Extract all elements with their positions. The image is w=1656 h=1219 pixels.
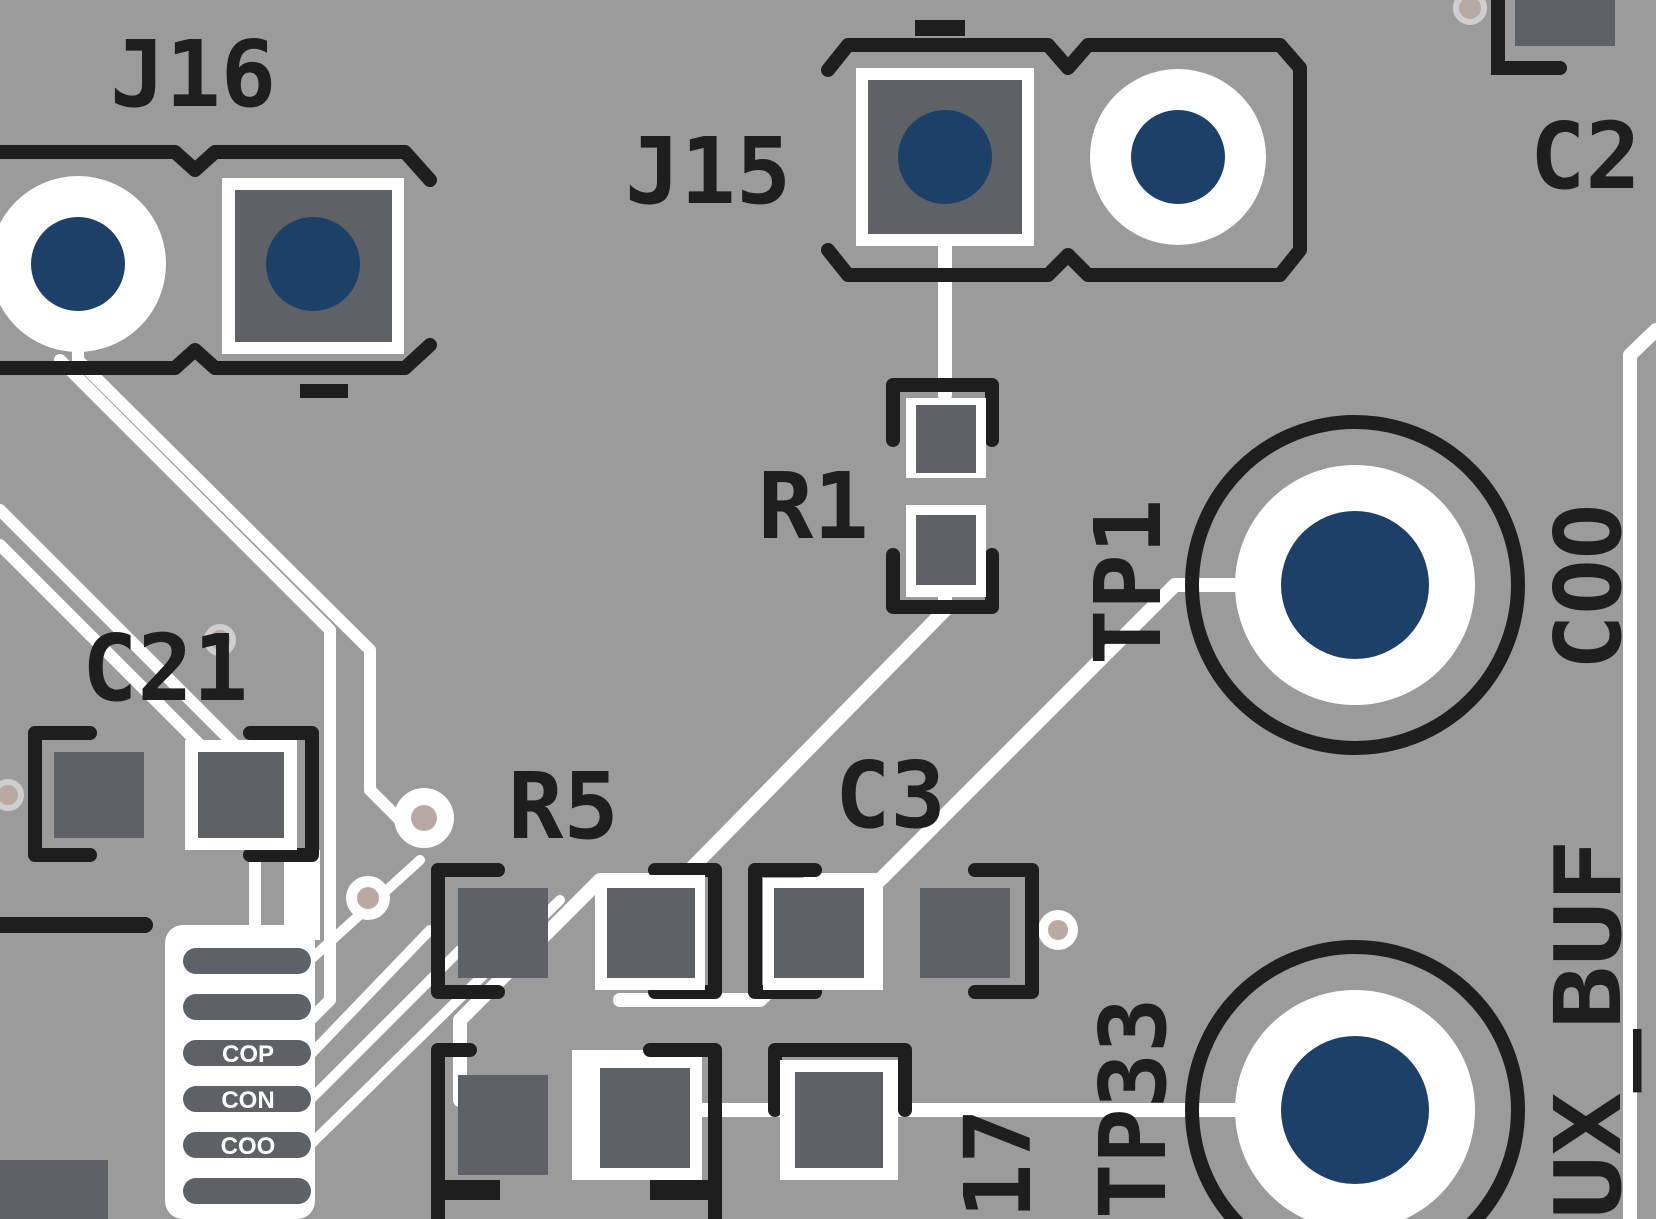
silkscreen-labels: J16 J15 C2 R1 C21 R5 C3 TP1 COO UX_BUF T…: [82, 21, 1642, 1219]
j16-outline-bottom: [0, 338, 437, 375]
c21-footprint: [0, 624, 319, 862]
r1-pad-2-copper: [916, 515, 976, 585]
conn-pin-5: [183, 1132, 311, 1158]
c21-pad-1: [54, 752, 144, 838]
conn-pin-2: [183, 994, 311, 1020]
tp1-ring: [1185, 415, 1525, 755]
j15-pin-1-hole: [898, 110, 992, 204]
c2-pad: [1515, 0, 1615, 46]
c21-pad-2: [198, 752, 284, 838]
c3-footprint: [748, 863, 1039, 999]
r1-outline-bottom: [886, 548, 999, 614]
c21-small-via: [204, 624, 236, 656]
left-small-via: [0, 779, 24, 811]
c3-pad-1: [774, 888, 864, 978]
designator-c21: C21: [82, 615, 248, 722]
r5-footprint: [431, 863, 722, 999]
conn-pin-4: [183, 1086, 311, 1112]
j16-pin-2-hole: [31, 217, 125, 311]
bottom-a-pad: [458, 1075, 548, 1175]
r5-outline-right: [648, 863, 722, 999]
designator-aux-buf: UX_BUF: [1535, 839, 1642, 1219]
tp1-hole: [1281, 511, 1429, 659]
j16-pin1-marker: [300, 384, 348, 398]
c2-small-via: [1453, 0, 1487, 25]
connector-white-strip: [290, 850, 320, 940]
j15-outline-top: [821, 38, 1307, 282]
pin-label-con: CON: [221, 1087, 274, 1114]
designator-tp33: TP33: [1080, 997, 1187, 1219]
r5-outline-left: [431, 863, 505, 999]
bottom-a-outline-left: [431, 1043, 477, 1219]
tp33-testpoint: [1185, 940, 1525, 1219]
c2-outline: [1491, 0, 1567, 75]
designator-c2: C2: [1530, 103, 1641, 210]
tp33-hole: [1281, 1036, 1429, 1184]
via-hole-2: [357, 887, 379, 909]
c2-footprint: [1453, 0, 1615, 75]
j15-header: [821, 20, 1307, 282]
bottom-b-outline-right: [643, 1043, 722, 1219]
conn-pin-6: [183, 1178, 311, 1204]
tp33-ring: [1185, 940, 1525, 1219]
bottom-row-footprints: [0, 1043, 912, 1219]
r1-footprint: [886, 378, 999, 614]
bottom-b-marker: [650, 1180, 710, 1200]
bottom-a-marker: [440, 1180, 500, 1200]
c3-outline-right: [968, 863, 1039, 999]
bottom-b-pad: [600, 1068, 690, 1168]
designator-tp1: TP1: [1075, 499, 1182, 665]
bottom-c-outline: [768, 1043, 912, 1117]
j15-pin1-marker: [915, 20, 965, 36]
c3-outline-left: [748, 863, 822, 999]
bottom-left-pad: [0, 1160, 108, 1219]
designator-r1: R1: [758, 453, 869, 560]
j15-pin-2-hole: [1131, 110, 1225, 204]
via-hole-3: [1048, 920, 1068, 940]
tp1-testpoint: [1185, 415, 1525, 755]
c3-pad-2: [920, 888, 1010, 978]
j16-header: [0, 145, 437, 398]
designator-j15: J15: [625, 118, 791, 225]
via-hole-1: [411, 805, 437, 831]
trace-conn-2: [305, 925, 435, 1060]
pin-label-coo: COO: [221, 1133, 276, 1160]
j16-outline-top: [0, 145, 437, 187]
bottom-c-pad: [795, 1072, 883, 1168]
c21-outline-right: [243, 726, 319, 862]
c21-outline-left: [28, 726, 97, 862]
r5-pad-2: [607, 888, 695, 978]
j16-pin-1-hole: [266, 217, 360, 311]
designator-c3: C3: [835, 742, 946, 849]
r5-pad-1: [458, 888, 548, 978]
trace-right-edge: [1623, 323, 1656, 1219]
designator-17: 17: [945, 1108, 1052, 1219]
designator-coo: COO: [1535, 504, 1642, 670]
conn-pin-3: [183, 1040, 311, 1066]
pin-label-cop: COP: [222, 1041, 274, 1068]
connector-pins: COP CON COO: [183, 948, 311, 1204]
r1-pad-1-copper: [916, 405, 976, 473]
designator-j16: J16: [110, 21, 276, 128]
designator-r5: R5: [508, 753, 619, 860]
r1-outline-top: [886, 378, 999, 447]
conn-pin-1: [183, 948, 311, 974]
